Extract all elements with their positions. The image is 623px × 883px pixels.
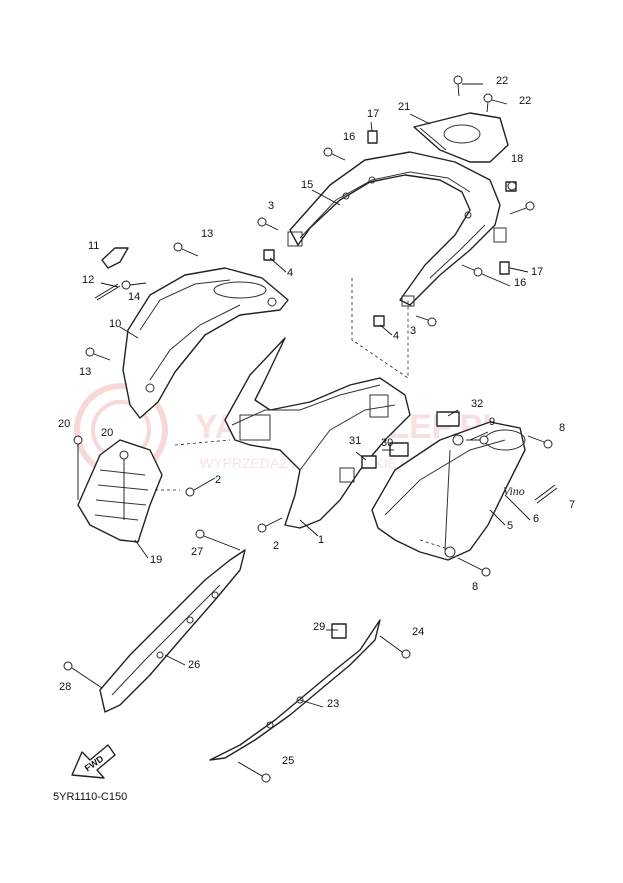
callout-l9: 9 [489, 416, 495, 428]
callout-l8a: 8 [559, 422, 565, 434]
callout-l27: 27 [191, 546, 203, 558]
callout-l16b: 16 [514, 277, 526, 289]
callout-l16a: 16 [343, 131, 355, 143]
callout-l2a: 2 [215, 474, 221, 486]
logo-text: Vino [503, 484, 525, 498]
callout-l15: 15 [301, 179, 313, 191]
callout-l31: 31 [349, 435, 361, 447]
callout-l1: 1 [318, 534, 324, 546]
callout-l13b: 13 [79, 366, 91, 378]
callout-l8b: 8 [472, 581, 478, 593]
callout-l17b: 17 [531, 266, 543, 278]
part-4-nut-b [373, 315, 385, 327]
callout-l3a: 3 [268, 200, 274, 212]
callout-l5: 5 [507, 520, 513, 532]
callout-l26: 26 [188, 659, 200, 671]
screws [63, 75, 553, 783]
callout-l18: 18 [511, 153, 523, 165]
part-5-front-panel [371, 421, 526, 561]
callout-l14: 14 [128, 291, 140, 303]
callout-l6: 6 [533, 513, 539, 525]
part-30-pad [389, 442, 409, 457]
callout-l3b: 3 [410, 325, 416, 337]
part-21-top-cover [413, 112, 509, 163]
callout-l22a: 22 [496, 75, 508, 87]
part-17-clip [367, 130, 378, 144]
callout-l29: 29 [313, 621, 325, 633]
leader-lines [100, 83, 531, 708]
part-17-clip-b [499, 261, 510, 275]
callout-l4a: 4 [287, 267, 293, 279]
part-26-step-bracket [99, 549, 246, 713]
part-10-rear-panel [122, 267, 289, 419]
part-6-logo-emblem: Vino [503, 484, 525, 498]
part-29-clip [331, 623, 347, 639]
callout-l7: 7 [569, 499, 575, 511]
callout-l30: 30 [381, 437, 393, 449]
part-31-pad [361, 455, 377, 469]
part-23-under-strip [209, 619, 381, 761]
callout-l19: 19 [150, 554, 162, 566]
assembly-lines [155, 278, 446, 549]
callout-l22b: 22 [519, 95, 531, 107]
callout-l12: 12 [82, 274, 94, 286]
callout-l20b: 20 [101, 427, 113, 439]
part-7-stripe [534, 484, 558, 504]
callout-l23: 23 [327, 698, 339, 710]
callout-l25: 25 [282, 755, 294, 767]
diagram-code: 5YR1110-C150 [53, 791, 127, 803]
callout-l17a: 17 [367, 108, 379, 120]
callout-l32: 32 [471, 398, 483, 410]
callout-l28: 28 [59, 681, 71, 693]
part-32-pad [436, 411, 460, 427]
callout-l11: 11 [88, 240, 99, 252]
callout-l21: 21 [398, 101, 410, 113]
callout-l10: 10 [109, 318, 121, 330]
part-11-emblem [101, 247, 129, 269]
fwd-arrow-icon: FWD [71, 744, 116, 779]
callout-l2b: 2 [273, 540, 279, 552]
part-19-grille [77, 439, 163, 543]
callout-l4b: 4 [393, 330, 399, 342]
part-4-nut [263, 249, 275, 261]
part-15-inner-frame [287, 151, 507, 307]
callout-l20a: 20 [58, 418, 70, 430]
part-1-leg-shield [224, 337, 411, 529]
callout-l24: 24 [412, 626, 424, 638]
callout-l13a: 13 [201, 228, 213, 240]
